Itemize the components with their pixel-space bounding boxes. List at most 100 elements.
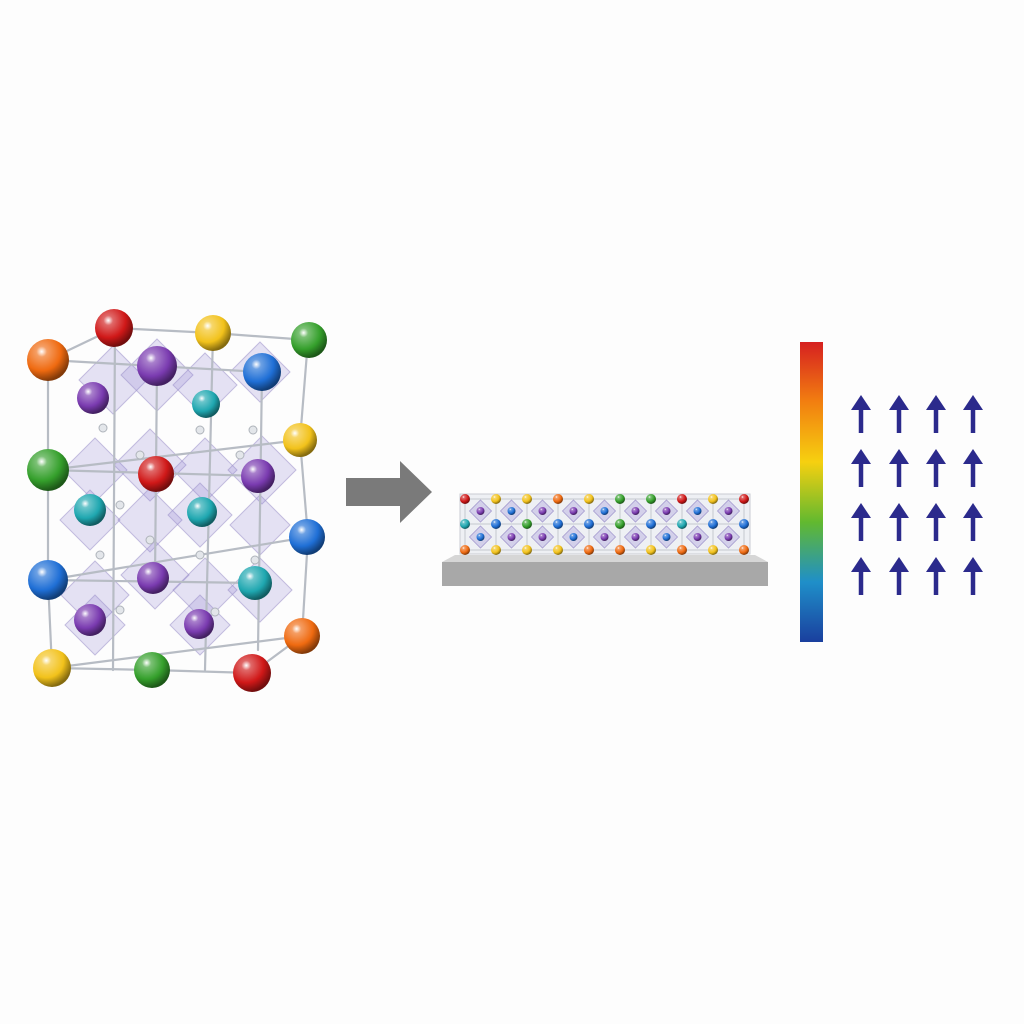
film-atom-yellow [553,545,563,555]
bond-node [135,450,145,460]
bond-node [250,555,260,565]
film-atom-purple [631,533,640,541]
polarization-up-arrow-icon [889,449,909,487]
atom-red [233,654,271,692]
film-atom-blue [584,519,594,529]
film-atom-red [739,494,749,504]
film-atom-green [646,494,656,504]
film-atom-yellow [646,545,656,555]
atom-green [134,652,170,688]
film-atom-purple [724,533,733,541]
film-atom-purple [569,507,578,515]
film-atom-purple [538,507,547,515]
atom-blue [28,560,68,600]
film-atom-blue [662,533,671,541]
bond-node [115,500,125,510]
film-atom-purple [631,507,640,515]
film-atom-blue [646,519,656,529]
atom-purple [74,604,106,636]
film-atom-blue [553,519,563,529]
atom-teal [74,494,106,526]
bond-node [145,535,155,545]
bond-node [115,605,125,615]
film-atom-blue [491,519,501,529]
film-atom-purple [662,507,671,515]
bond-node [248,425,258,435]
film-atom-blue [569,533,578,541]
atoms-layer [27,309,327,692]
polarization-up-arrow-icon [851,557,871,595]
polarization-up-arrow-icon [926,503,946,541]
atom-blue [243,353,281,391]
film-atom-yellow [491,494,501,504]
film-atom-blue [693,507,702,515]
film-atom-yellow [584,494,594,504]
film-atom-orange [584,545,594,555]
bond [46,438,302,472]
atom-purple [137,346,177,386]
atom-teal [192,390,220,418]
film-atom-orange [677,545,687,555]
film-atoms [460,494,749,555]
polarization-up-arrow-icon [889,557,909,595]
bulk-crystal-structure [27,309,327,692]
bond-node [95,550,105,560]
film-atom-yellow [522,494,532,504]
film-atom-purple [693,533,702,541]
polarization-up-arrow-icon [963,395,983,433]
film-atom-yellow [708,545,718,555]
film-atom-orange [739,545,749,555]
bond-node [195,550,205,560]
atom-yellow [195,315,231,351]
film-atom-green [522,519,532,529]
atom-green [291,322,327,358]
atom-yellow [283,423,317,457]
film-atom-orange [615,545,625,555]
polarization-up-arrow-icon [926,449,946,487]
polarization-up-arrow-icon [851,449,871,487]
film-atom-blue [507,507,516,515]
atom-blue [289,519,325,555]
atom-teal [187,497,217,527]
film-atom-blue [600,507,609,515]
polarization-up-arrow-icon [851,395,871,433]
polarization-up-arrow-icon [963,449,983,487]
film-atom-purple [476,507,485,515]
atom-teal [238,566,272,600]
atom-yellow [33,649,71,687]
atom-purple [77,382,109,414]
bond [256,370,264,652]
atom-red [138,456,174,492]
polarization-up-arrow-icon [851,503,871,541]
film-atom-yellow [708,494,718,504]
film-atom-purple [724,507,733,515]
film-atom-blue [708,519,718,529]
film-atom-blue [739,519,749,529]
substrate-top-face [442,555,768,562]
film-atom-yellow [491,545,501,555]
film-atom-purple [600,533,609,541]
octahedron [117,487,183,553]
atom-purple [184,609,214,639]
atom-orange [284,618,320,654]
film-atom-orange [460,545,470,555]
substrate-slab [442,555,768,586]
polarization-arrow-grid [851,395,983,595]
thin-film-on-substrate [442,493,768,586]
atom-green [27,449,69,491]
polarization-up-arrow-icon [963,557,983,595]
atom-purple [137,562,169,594]
atom-red [95,309,133,347]
film-atom-teal [677,519,687,529]
polarization-up-arrow-icon [889,503,909,541]
bond [50,634,304,670]
film-atom-green [615,494,625,504]
polarization-up-arrow-icon [926,557,946,595]
film-atom-green [615,519,625,529]
film-atom-purple [507,533,516,541]
color-scale-bar [800,342,823,642]
atom-orange [27,339,69,381]
film-atom-yellow [522,545,532,555]
